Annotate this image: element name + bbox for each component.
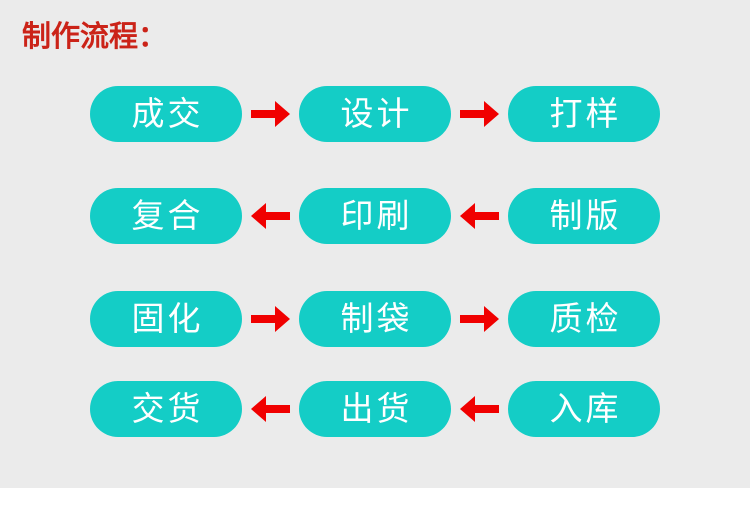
flow-node-label: 质检: [549, 299, 622, 338]
flow-row-2: 复合 印刷 制版: [90, 188, 660, 244]
flow-node-label: 复合: [131, 196, 204, 235]
flow-node-label: 印刷: [340, 196, 413, 235]
flow-node-zhidai[interactable]: 制袋: [299, 291, 451, 347]
flow-node-jiaohuo[interactable]: 交货: [90, 381, 242, 437]
flow-node-yinshua[interactable]: 印刷: [299, 188, 451, 244]
flow-node-chuhuo[interactable]: 出货: [299, 381, 451, 437]
flow-node-zhiban[interactable]: 制版: [508, 188, 660, 244]
flow-node-label: 设计: [340, 94, 413, 133]
flow-row-3: 固化 制袋 质检: [90, 291, 660, 347]
arrow-left-icon: [242, 188, 299, 244]
flow-node-label: 入库: [549, 389, 622, 428]
flow-node-ruku[interactable]: 入库: [508, 381, 660, 437]
flow-node-sheji[interactable]: 设计: [299, 86, 451, 142]
flow-node-zhijian[interactable]: 质检: [508, 291, 660, 347]
flow-node-label: 固化: [131, 299, 204, 338]
flow-node-label: 打样: [549, 94, 622, 133]
flow-row-4: 交货 出货 入库: [90, 381, 660, 437]
flow-node-chengjiao[interactable]: 成交: [90, 86, 242, 142]
flow-node-label: 制袋: [340, 299, 413, 338]
arrow-right-icon: [242, 291, 299, 347]
arrow-right-icon: [242, 86, 299, 142]
arrow-left-icon: [242, 381, 299, 437]
flow-node-fuhe[interactable]: 复合: [90, 188, 242, 244]
flow-node-label: 制版: [549, 196, 622, 235]
arrow-left-icon: [451, 188, 508, 244]
flow-node-label: 成交: [131, 94, 204, 133]
page-title: 制作流程：: [22, 19, 168, 53]
flow-node-label: 交货: [131, 389, 204, 428]
arrow-right-icon: [451, 291, 508, 347]
arrow-left-icon: [451, 381, 508, 437]
flow-node-guhua[interactable]: 固化: [90, 291, 242, 347]
flow-row-1: 成交 设计 打样: [90, 86, 660, 142]
arrow-right-icon: [451, 86, 508, 142]
flow-node-dayang[interactable]: 打样: [508, 86, 660, 142]
flow-node-label: 出货: [340, 389, 413, 428]
